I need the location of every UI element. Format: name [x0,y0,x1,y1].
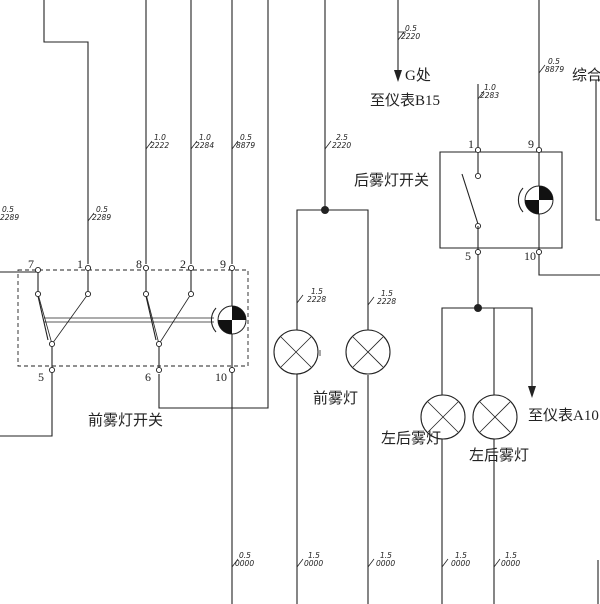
wire-code-g3: 1.5 0000 [376,551,395,568]
wire-code-g4: 1.5 0000 [451,551,470,568]
svg-text:0000: 0000 [235,559,254,568]
front-fog-lamps [232,206,390,604]
rear-left-lamp-label-1: 左后雾灯 [381,430,441,447]
fs-terminal-7: 7 [28,257,34,271]
svg-text:1.0: 1.0 [484,83,496,92]
wire-code-left-edge: 0.5 2289 [0,205,19,222]
svg-text:0000: 0000 [451,559,470,568]
to-b15-label: 至仪表B15 [370,92,440,109]
wire-code-fs1: 0.5 2289 [92,205,111,222]
svg-text:2284: 2284 [195,141,214,150]
svg-text:2283: 2283 [480,91,499,100]
combo-instrument-label: 综合 [572,67,600,84]
svg-text:2228: 2228 [377,297,396,306]
svg-text:2289: 2289 [0,213,19,222]
svg-text:1.5: 1.5 [311,287,323,296]
wire-code-fs8: 1.0 2222 [150,133,169,150]
svg-text:0.5: 0.5 [405,24,417,33]
svg-text:1.5: 1.5 [380,551,392,560]
wire-code-top-g: 0.5 2220 [398,24,420,41]
rs-terminal-10: 10 [524,249,536,263]
fs-terminal-5: 5 [38,370,44,384]
svg-text:8879: 8879 [545,65,564,74]
rs-terminal-5: 5 [465,249,471,263]
to-a10-label: 至仪表A10 [528,407,599,424]
fs-terminal-6: 6 [145,370,151,384]
fs-terminal-2: 2 [180,257,186,271]
svg-text:2289: 2289 [92,213,111,222]
svg-text:1.0: 1.0 [154,133,166,142]
svg-text:0000: 0000 [304,559,323,568]
svg-text:0000: 0000 [376,559,395,568]
svg-text:2.5: 2.5 [336,133,348,142]
wire-code-g1: 0.5 0000 [235,551,254,568]
wire-code-fs2: 1.0 2284 [195,133,214,150]
svg-text:8879: 8879 [236,141,255,150]
svg-text:1.5: 1.5 [381,289,393,298]
rs-terminal-9: 9 [528,137,534,151]
wire-code-rear-feed: 1.0 2283 [480,83,499,100]
top-left-wire-bundle [44,0,325,408]
svg-text:1.5: 1.5 [308,551,320,560]
front-fog-switch-label: 前雾灯开关 [88,412,163,429]
wire-code-lamp-left: 1.5 2228 [307,287,326,304]
svg-text:1.0: 1.0 [199,133,211,142]
svg-text:0000: 0000 [501,559,520,568]
fs-terminal-8: 8 [136,257,142,271]
svg-text:0.5: 0.5 [548,57,560,66]
rear-fog-switch-label: 后雾灯开关 [354,172,429,189]
rs-terminal-1: 1 [468,137,474,151]
wire-code-leaders [88,32,545,567]
svg-text:2220: 2220 [332,141,351,150]
wire-code-g5: 1.5 0000 [501,551,520,568]
rear-fog-lamps [421,254,536,604]
svg-text:2222: 2222 [150,141,169,150]
svg-text:1.5: 1.5 [455,551,467,560]
svg-text:0.5: 0.5 [96,205,108,214]
wire-code-top-8879: 0.5 8879 [545,57,564,74]
wire-code-fs9: 0.5 8879 [236,133,255,150]
fs-terminal-1: 1 [77,257,83,271]
svg-text:0.5: 0.5 [239,551,251,560]
wire-code-lamp-right: 1.5 2228 [377,289,396,306]
svg-text:0.5: 0.5 [2,205,14,214]
fs-terminal-10: 10 [215,370,227,384]
rear-fog-switch [440,0,600,275]
rear-left-lamp-label-2: 左后雾灯 [469,447,529,464]
svg-text:1.5: 1.5 [505,551,517,560]
wire-code-main-feed: 2.5 2220 [332,133,351,150]
svg-text:2228: 2228 [307,295,326,304]
g-point-lead [394,0,402,82]
fs-terminal-9: 9 [220,257,226,271]
svg-text:2220: 2220 [401,32,420,41]
front-fog-lamp-label: 前雾灯 [313,390,358,407]
svg-text:0.5: 0.5 [240,133,252,142]
front-fog-switch [0,265,248,436]
g-point-label: G处 [405,67,431,84]
wire-code-g2: 1.5 0000 [304,551,323,568]
